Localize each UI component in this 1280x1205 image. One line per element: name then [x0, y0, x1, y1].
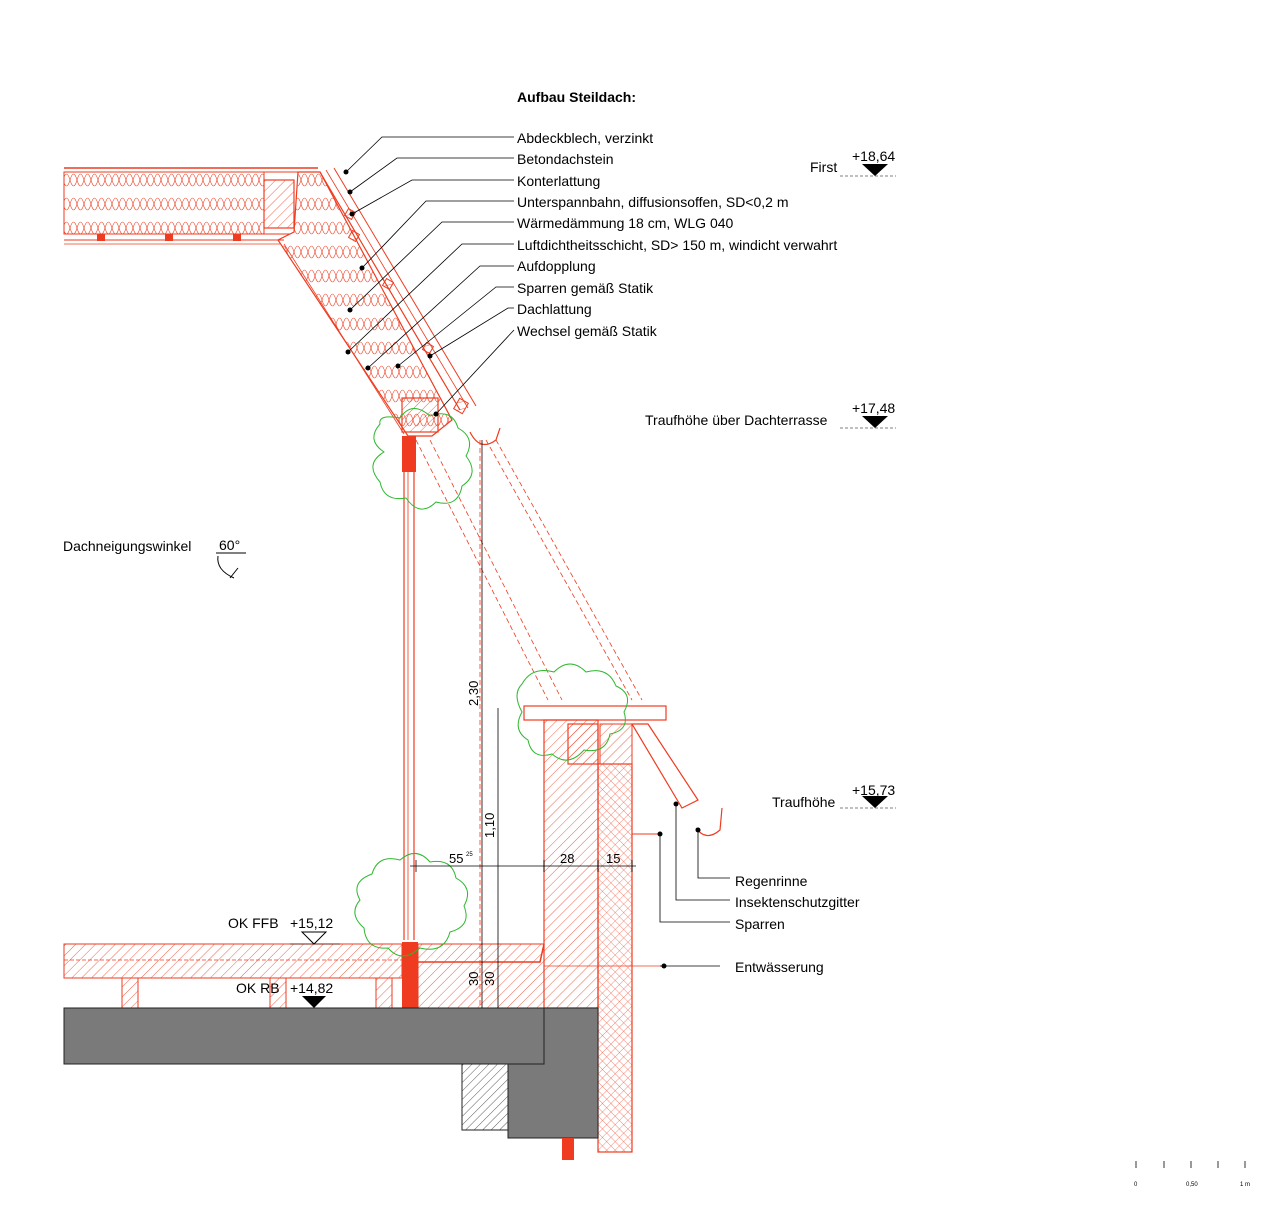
- eaves-label-insektenschutzgitter: Insektenschutzgitter: [735, 894, 860, 910]
- layer-label: Dachlattung: [517, 301, 592, 317]
- drawing-title: Aufbau Steildach:: [517, 89, 636, 105]
- upper-roof-section: [63, 167, 320, 245]
- layer-label: Luftdichtheitsschicht, SD> 150 m, windic…: [517, 237, 837, 253]
- scale-one: 1 m: [1240, 1182, 1250, 1188]
- level-ok-rb-value: +14,82: [290, 980, 333, 996]
- level-first-label: First: [810, 159, 837, 175]
- eaves-leaders: [659, 804, 730, 967]
- dimension-insulation: 15: [606, 851, 620, 866]
- level-first-value: +18,64: [852, 148, 895, 164]
- level-ok-rb-label: OK RB: [236, 980, 280, 996]
- level-markers: [290, 164, 896, 1008]
- dimension-width-terrace-sup: 25: [466, 852, 473, 858]
- plant-symbols: [354, 408, 629, 957]
- layer-leaders: [345, 136, 515, 415]
- level-ok-ffb-label: OK FFB: [228, 915, 279, 931]
- dimension-lines: [410, 440, 636, 1008]
- eaves-labels: Regenrinne Insektenschutzgitter Sparren …: [735, 873, 860, 975]
- layer-label: Aufdopplung: [517, 258, 596, 274]
- scale-half: 0,50: [1186, 1182, 1198, 1188]
- eaves-label-regenrinne: Regenrinne: [735, 873, 808, 889]
- angle-label: Dachneigungswinkel: [63, 538, 191, 554]
- angle-symbol: [216, 552, 246, 579]
- dimension-height-total: 2,30: [466, 681, 481, 706]
- dimension-width-terrace: 55: [449, 851, 463, 866]
- sloped-roof-section: [277, 167, 501, 446]
- level-ok-ffb-value: +15,12: [290, 915, 333, 931]
- layer-label: Abdeckblech, verzinkt: [517, 130, 653, 146]
- eaves-label-sparren: Sparren: [735, 916, 785, 932]
- layer-label: Wärmedämmung 18 cm, WLG 040: [517, 215, 734, 231]
- scale-bar: [1135, 1161, 1246, 1168]
- level-traufhoehe-label: Traufhöhe: [772, 794, 836, 810]
- eaves-leader-dots: [657, 801, 701, 969]
- concrete-slab: [63, 1007, 599, 1160]
- floor-section: [63, 943, 666, 1009]
- scale-labels: 0 0,50 1 m: [1134, 1182, 1250, 1188]
- level-traufhoehe-terrasse-value: +17,48: [852, 400, 895, 416]
- layer-labels: Abdeckblech, verzinkt Betondachstein Kon…: [517, 130, 837, 339]
- layer-leader-dots: [343, 169, 439, 417]
- dimension-height-parapet: 1,10: [482, 813, 497, 838]
- level-labels: First +18,64 Traufhöhe über Dachterrasse…: [228, 148, 895, 996]
- drainage-label: Entwässerung: [735, 959, 824, 975]
- window-wall: [402, 436, 418, 1008]
- layer-label: Konterlattung: [517, 173, 600, 189]
- layer-label: Wechsel gemäß Statik: [517, 323, 658, 339]
- dimension-labels: 2,30 1,10 55 25 28 15 30 30: [449, 681, 620, 986]
- lower-eaves: [523, 705, 723, 1153]
- layer-label: Betondachstein: [517, 151, 614, 167]
- angle-value: 60°: [219, 537, 240, 553]
- level-traufhoehe-value: +15,73: [852, 782, 895, 798]
- level-traufhoehe-terrasse-label: Traufhöhe über Dachterrasse: [645, 412, 828, 428]
- dimension-floor-a: 30: [466, 972, 481, 986]
- layer-label: Unterspannbahn, diffusionsoffen, SD<0,2 …: [517, 194, 789, 210]
- dimension-wall: 28: [560, 851, 574, 866]
- layer-label: Sparren gemäß Statik: [517, 280, 654, 296]
- dimension-floor-b: 30: [482, 972, 497, 986]
- scale-zero: 0: [1134, 1182, 1138, 1188]
